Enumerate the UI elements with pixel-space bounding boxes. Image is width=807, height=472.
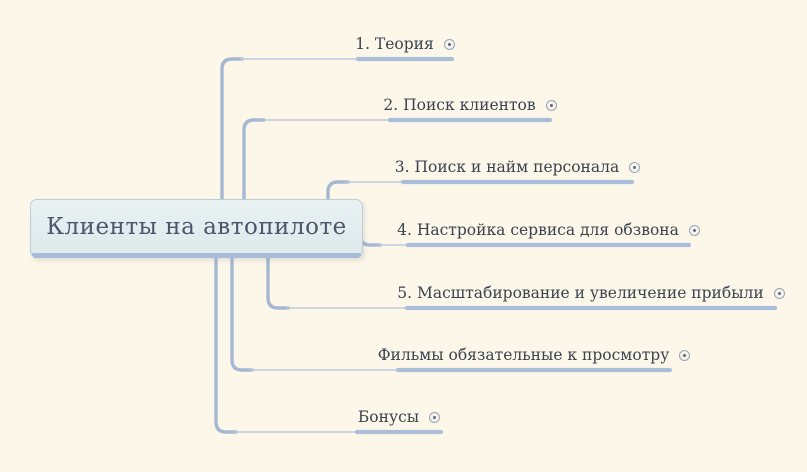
expand-toggle-icon[interactable]	[679, 349, 691, 361]
topic-label: 3. Поиск и найм персонала	[394, 158, 620, 176]
expand-toggle-icon[interactable]	[443, 38, 455, 50]
branch-line	[326, 180, 350, 214]
topic-node-bonuses[interactable]: Бонусы	[357, 405, 441, 429]
topic-label: Бонусы	[357, 408, 420, 426]
expand-toggle-icon[interactable]	[429, 411, 441, 423]
expand-toggle-icon[interactable]	[773, 287, 785, 299]
central-topic-underbar	[32, 253, 361, 258]
topic-label: 1. Теория	[355, 35, 434, 53]
topic-node-service-setup[interactable]: 4. Настройка сервиса для обзвона	[397, 218, 700, 242]
topic-label: 2. Поиск клиентов	[383, 96, 536, 114]
branch-line	[220, 57, 244, 214]
topic-label: 5. Масштабирование и увеличение прибыли	[397, 284, 764, 302]
branch-line	[358, 230, 382, 247]
branch-line	[266, 248, 290, 310]
topic-node-scaling[interactable]: 5. Масштабирование и увеличение прибыли	[397, 281, 785, 305]
expand-toggle-icon[interactable]	[545, 99, 557, 111]
topic-node-client-search[interactable]: 2. Поиск клиентов	[383, 93, 557, 117]
topic-node-theory[interactable]: 1. Теория	[355, 32, 455, 56]
branch-line	[230, 248, 254, 372]
branch-line	[242, 118, 266, 214]
central-topic[interactable]: Клиенты на автопилоте	[30, 199, 363, 258]
central-topic-label: Клиенты на автопилоте	[46, 213, 347, 240]
topic-label: Фильмы обязательные к просмотру	[377, 346, 670, 364]
topic-node-films[interactable]: Фильмы обязательные к просмотру	[378, 343, 691, 367]
topic-label: 4. Настройка сервиса для обзвона	[397, 221, 679, 239]
expand-toggle-icon[interactable]	[688, 224, 700, 236]
topic-node-staff-hiring[interactable]: 3. Поиск и найм персонала	[395, 155, 641, 179]
expand-toggle-icon[interactable]	[629, 161, 641, 173]
branch-line	[214, 248, 238, 434]
